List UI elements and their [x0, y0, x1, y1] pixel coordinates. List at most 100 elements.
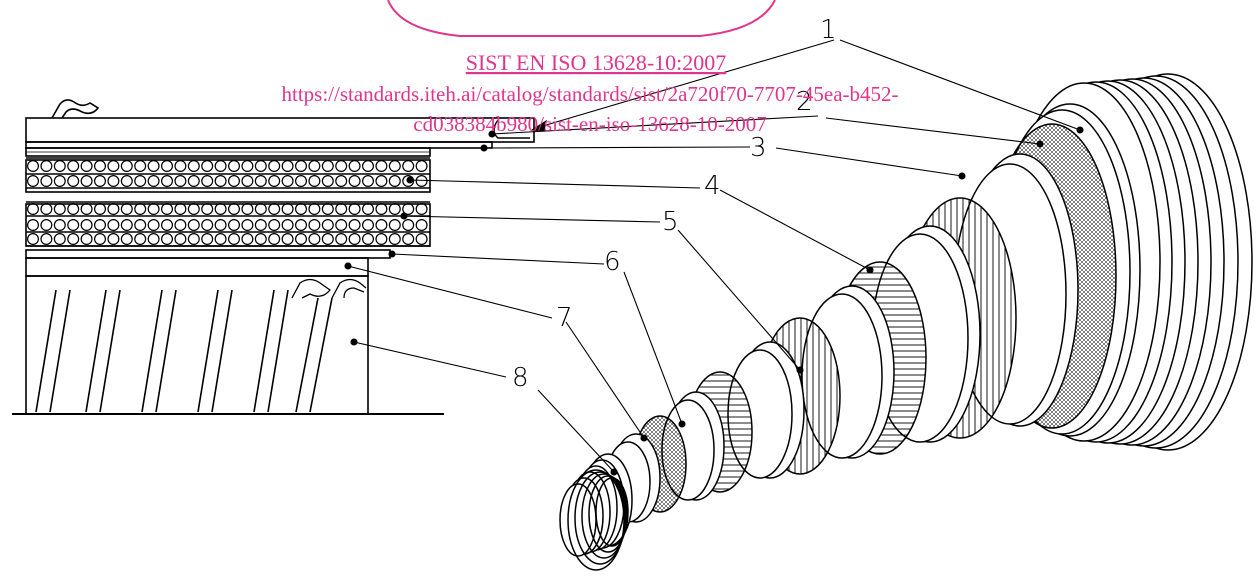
armour-wire — [268, 203, 281, 216]
armour-wire — [201, 233, 214, 246]
armour-wire — [281, 219, 294, 232]
armour-wire — [415, 175, 428, 188]
watermark-url-line2[interactable]: cd038384b980/sist-en-iso-13628-10-2007 — [413, 112, 766, 136]
armour-wire — [415, 203, 428, 216]
armour-wire — [268, 175, 281, 188]
armour-wire — [241, 233, 254, 246]
armour-wire — [388, 175, 401, 188]
armour-wire — [348, 160, 361, 173]
armour-wire — [120, 203, 133, 216]
watermark-url-line1[interactable]: https://standards.iteh.ai/catalog/standa… — [281, 82, 898, 106]
watermark-standard-id[interactable]: SIST EN ISO 13628-10:2007 — [466, 50, 727, 75]
callout-8: 8 — [512, 363, 529, 393]
armour-wire — [241, 203, 254, 216]
armour-wire — [187, 219, 200, 232]
armour-wire — [161, 203, 174, 216]
armour-wire — [362, 233, 375, 246]
armour-wire — [228, 233, 241, 246]
armour-wire — [402, 219, 415, 232]
armour-wire — [187, 160, 200, 173]
armour-wire — [335, 219, 348, 232]
armour-wire — [120, 233, 133, 246]
armour-wire — [174, 233, 187, 246]
armour-wire — [375, 160, 388, 173]
armour-wire — [308, 203, 321, 216]
armour-wire — [375, 219, 388, 232]
armour-wire — [201, 203, 214, 216]
armour-wire — [27, 160, 40, 173]
armour-wire — [67, 175, 80, 188]
armour-wire — [174, 160, 187, 173]
armour-wire — [335, 175, 348, 188]
armour-wire — [27, 175, 40, 188]
armour-wire — [147, 233, 160, 246]
armour-wire — [40, 175, 53, 188]
armour-wire — [362, 219, 375, 232]
armour-wire — [80, 233, 93, 246]
armour-wire — [67, 219, 80, 232]
armour-wire — [67, 203, 80, 216]
armour-wire — [308, 175, 321, 188]
armour-wire — [201, 175, 214, 188]
armour-wire — [254, 233, 267, 246]
armour-wire — [295, 219, 308, 232]
armour-wire — [93, 203, 106, 216]
armour-wire — [402, 233, 415, 246]
armour-wire — [214, 175, 227, 188]
armour-wire — [362, 175, 375, 188]
armour-wire — [241, 219, 254, 232]
armour-wire — [53, 219, 66, 232]
armour-wire — [348, 175, 361, 188]
armour-wire — [53, 175, 66, 188]
armour-wire — [321, 233, 334, 246]
armour-wire — [321, 160, 334, 173]
armour-wire — [254, 175, 267, 188]
armour-wire — [228, 175, 241, 188]
armour-wire — [295, 175, 308, 188]
armour-wire — [254, 160, 267, 173]
armour-wire — [40, 233, 53, 246]
armour-wire — [134, 203, 147, 216]
armour-wire — [80, 219, 93, 232]
watermark: SIST EN ISO 13628-10:2007 https://standa… — [281, 50, 898, 136]
armour-wire — [335, 203, 348, 216]
armour-wire — [174, 175, 187, 188]
armour-wire — [40, 203, 53, 216]
callout-7: 7 — [556, 303, 573, 333]
armour-wire — [388, 160, 401, 173]
armour-wire — [147, 203, 160, 216]
armour-wire — [120, 160, 133, 173]
armour-wire — [80, 175, 93, 188]
armour-wire — [415, 219, 428, 232]
armour-wire — [107, 203, 120, 216]
top-arc-fragment — [387, 0, 776, 37]
armour-wire — [93, 219, 106, 232]
armour-wire — [147, 175, 160, 188]
armour-wire — [402, 160, 415, 173]
armour-wire — [107, 175, 120, 188]
armour-wire — [187, 203, 200, 216]
armour-wire — [268, 160, 281, 173]
callout-5: 5 — [662, 207, 679, 237]
armour-wire — [134, 160, 147, 173]
armour-wire — [348, 233, 361, 246]
callout-2: 2 — [796, 87, 813, 117]
armour-wire — [53, 160, 66, 173]
armour-wire — [214, 160, 227, 173]
callout-6: 6 — [604, 247, 621, 277]
armour-wire — [27, 203, 40, 216]
armour-wire — [107, 160, 120, 173]
armour-wire — [53, 233, 66, 246]
armour-wire — [40, 219, 53, 232]
armour-wire — [402, 175, 415, 188]
armour-wire — [362, 160, 375, 173]
armour-wire — [308, 160, 321, 173]
armour-wire — [214, 203, 227, 216]
armour-wire — [281, 160, 294, 173]
armour-wire — [147, 160, 160, 173]
armour-wire — [335, 160, 348, 173]
armour-wire — [415, 160, 428, 173]
armour-wire — [321, 219, 334, 232]
armour-wire — [161, 219, 174, 232]
callout-4: 4 — [704, 171, 721, 201]
